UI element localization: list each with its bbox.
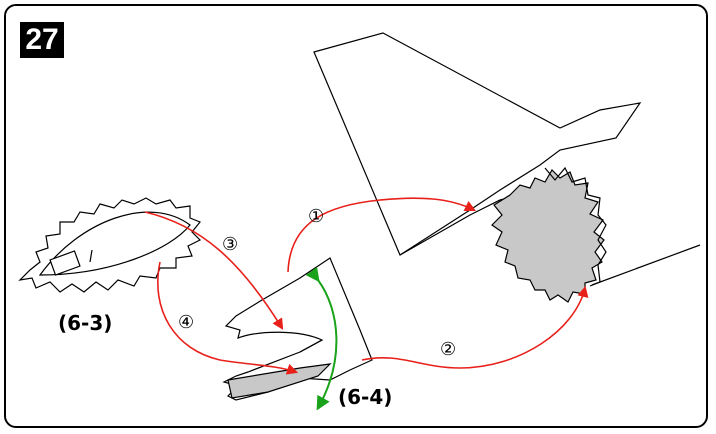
step-4-marker: ④ xyxy=(178,312,194,333)
engine-nozzle xyxy=(491,166,607,303)
step-number-badge: 27 xyxy=(20,22,64,58)
part-6-4 xyxy=(222,257,373,401)
label-6-3: (6-3) xyxy=(58,311,112,335)
step-1-marker: ① xyxy=(308,206,324,227)
step-2-marker: ② xyxy=(440,339,456,360)
step-3-marker: ③ xyxy=(222,234,238,255)
rotate-arrow xyxy=(305,266,338,411)
label-6-4: (6-4) xyxy=(338,385,392,409)
arrow-step-1 xyxy=(287,197,477,273)
arrow-step-2 xyxy=(361,285,589,369)
part-6-3 xyxy=(18,197,202,293)
assembly-arrows xyxy=(144,197,589,375)
arrow-step-4 xyxy=(157,261,299,375)
arrow-step-3 xyxy=(144,211,284,330)
